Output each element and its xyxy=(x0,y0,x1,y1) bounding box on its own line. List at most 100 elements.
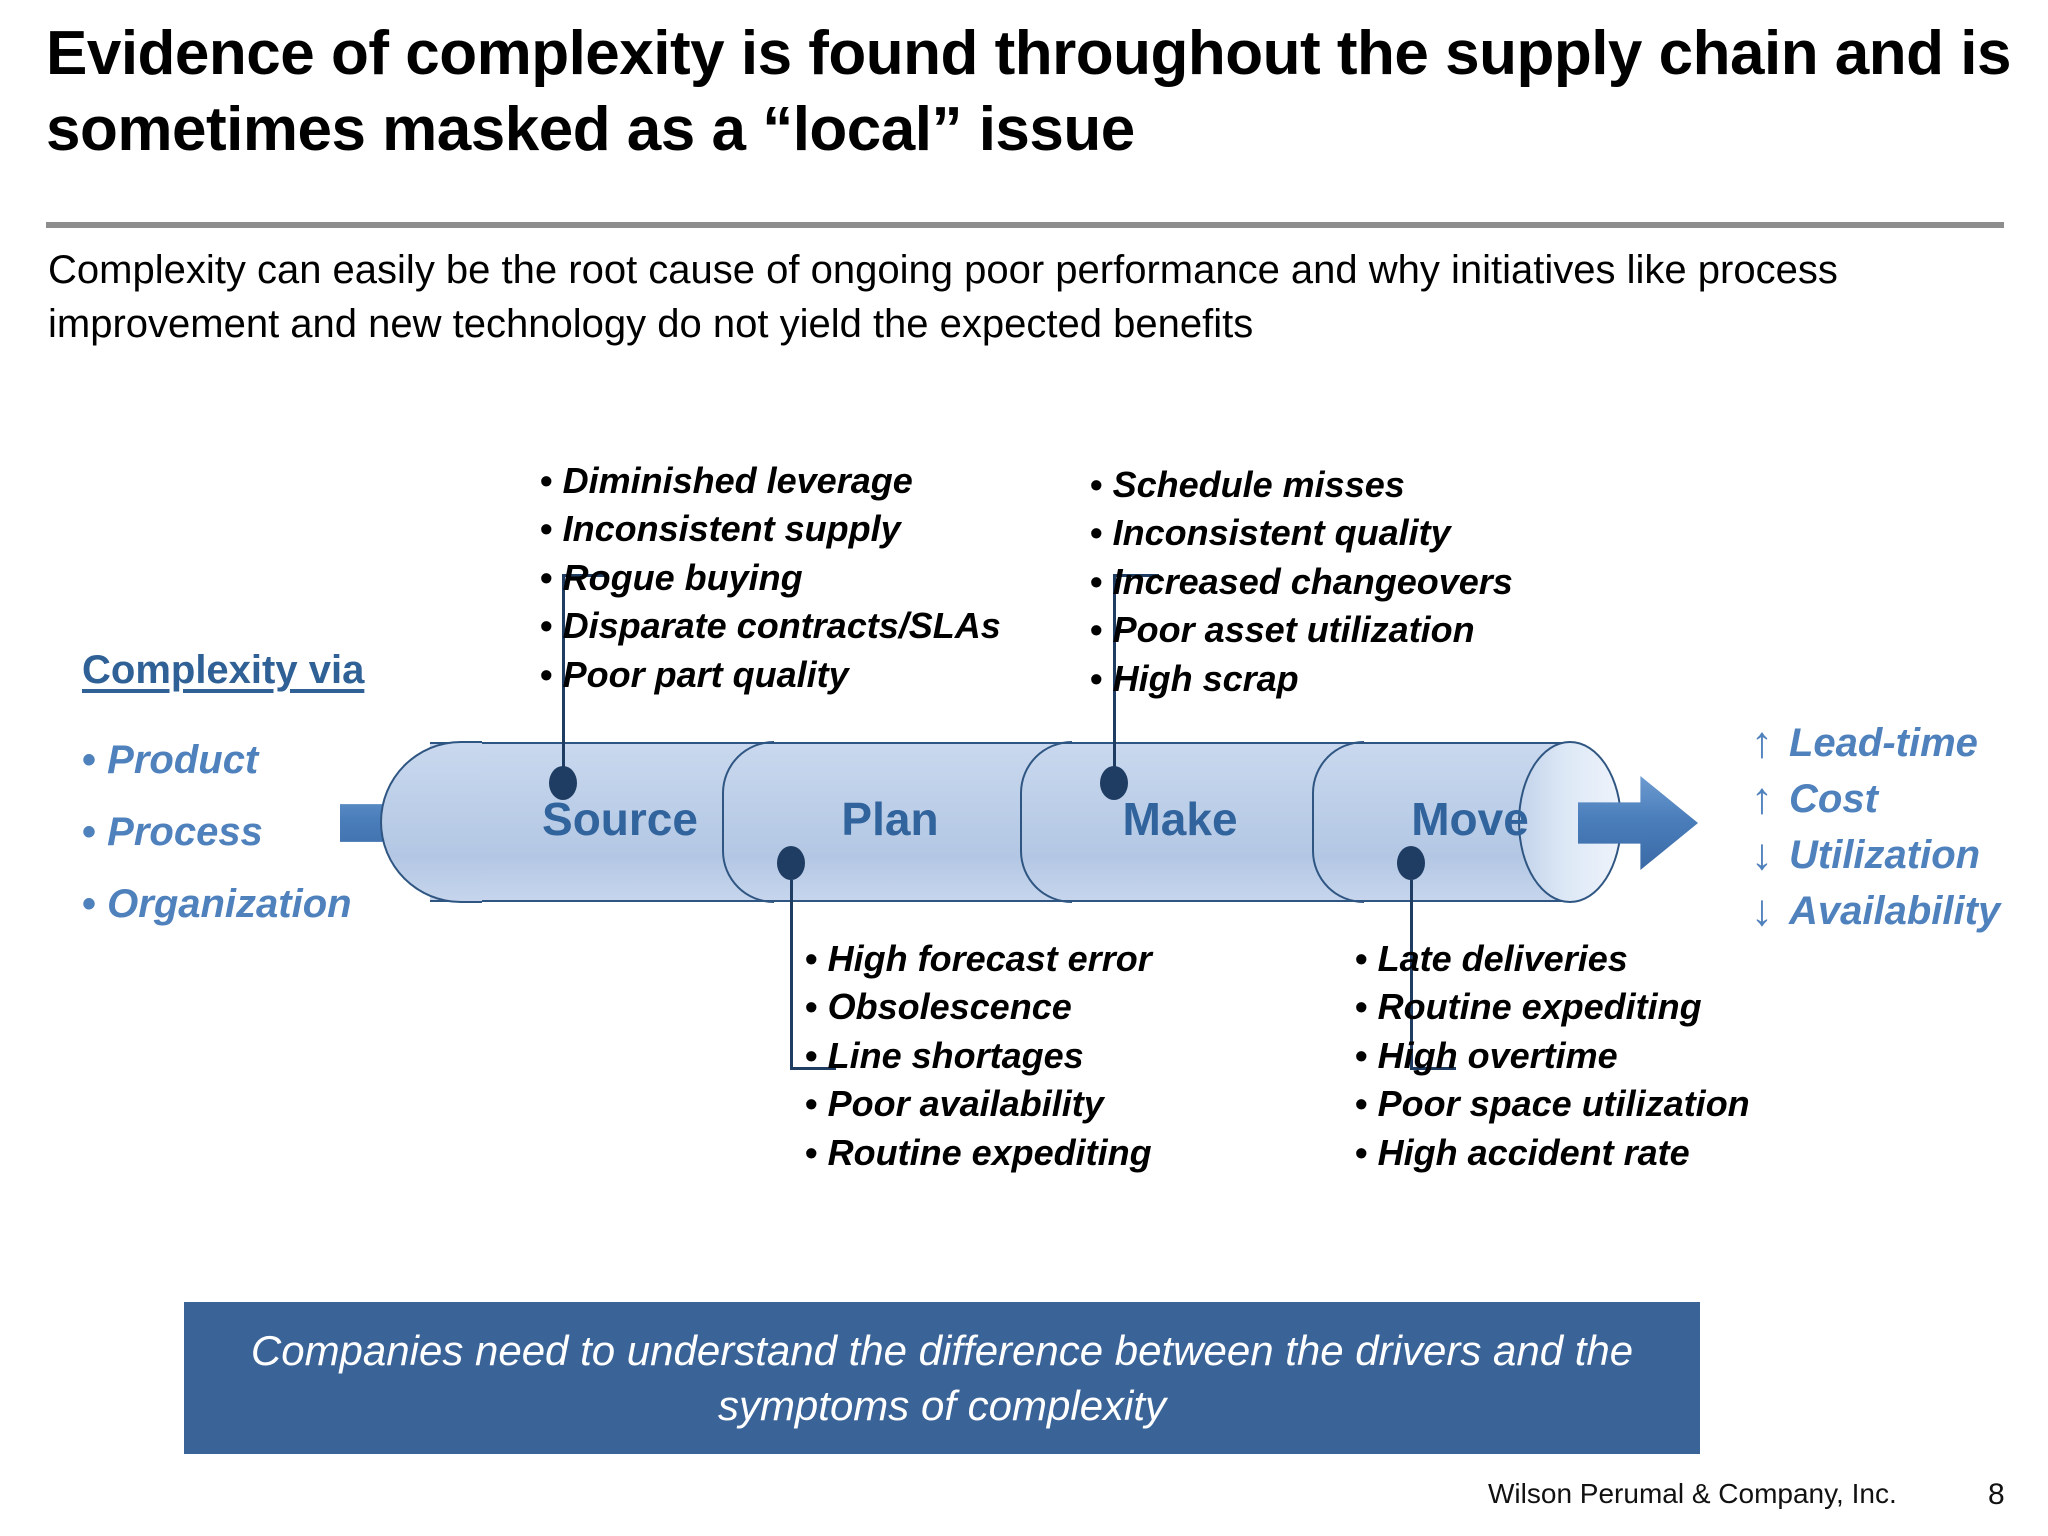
outcome-row-utilization: ↓ Utilization xyxy=(1735,828,2000,882)
callout-item: •Diminished leverage xyxy=(540,462,1001,499)
pipeline-stage-plan[interactable]: Plan xyxy=(841,793,939,845)
callout-item: •High forecast error xyxy=(805,940,1152,977)
bullet-glyph: • xyxy=(805,986,818,1028)
complexity-item-label: Process xyxy=(107,810,263,854)
outcome-row-availability: ↓ Availability xyxy=(1735,884,2000,938)
pipeline-stage-source[interactable]: Source xyxy=(542,793,698,845)
callout-item-label: Poor space utilization xyxy=(1377,1083,1750,1125)
footer-page-number: 8 xyxy=(1988,1478,2005,1511)
complexity-item-label: Product xyxy=(107,738,259,782)
bullet-glyph: • xyxy=(540,508,553,550)
callout-item: •Routine expediting xyxy=(805,1134,1152,1171)
bullet-glyph: • xyxy=(805,1083,818,1125)
callout-item-label: Rogue buying xyxy=(562,556,803,598)
bullet-glyph: • xyxy=(1355,1131,1368,1173)
callout-item-label: Late deliveries xyxy=(1377,938,1628,979)
outcome-label: Utilization xyxy=(1789,833,1981,877)
callout-item: •High overtime xyxy=(1355,1037,1750,1074)
pipeline-cylinder-body xyxy=(430,742,1570,902)
callout-item-label: Poor availability xyxy=(827,1083,1104,1125)
pipeline-left-cap xyxy=(380,741,482,903)
complexity-item-product: • Product xyxy=(82,738,258,783)
complexity-item-label: Organization xyxy=(107,882,352,926)
key-message-text: Companies need to understand the differe… xyxy=(250,1326,1634,1429)
arrow-down-icon: ↓ xyxy=(1751,830,1773,879)
callout-source: •Diminished leverage •Inconsistent suppl… xyxy=(540,462,1001,704)
bullet-glyph: • xyxy=(1355,938,1368,979)
bullet-glyph: • xyxy=(540,653,553,695)
supply-chain-pipeline: Source Plan Make Move xyxy=(340,741,1698,903)
outcomes-list: ↑ Lead-time ↑ Cost ↓ Utilization ↓ Avail… xyxy=(1735,716,2000,940)
bullet-glyph: • xyxy=(805,1034,818,1076)
callout-item: •Obsolescence xyxy=(805,988,1152,1025)
callout-item-label: High forecast error xyxy=(827,938,1152,979)
outcome-row-cost: ↑ Cost xyxy=(1735,772,2000,826)
callout-item: •High scrap xyxy=(1090,660,1513,697)
callout-item-label: Obsolescence xyxy=(827,986,1072,1028)
callout-item: •Schedule misses xyxy=(1090,466,1513,503)
callout-item-label: Increased changeovers xyxy=(1112,560,1513,602)
bullet-glyph: • xyxy=(1090,609,1103,651)
bullet-glyph: • xyxy=(82,738,97,782)
outcome-label: Availability xyxy=(1789,889,2001,933)
callout-item: •Poor availability xyxy=(805,1085,1152,1122)
callout-item: •Increased changeovers xyxy=(1090,563,1513,600)
callout-item-label: Diminished leverage xyxy=(562,460,913,501)
bullet-glyph: • xyxy=(540,460,553,501)
arrow-down-icon: ↓ xyxy=(1751,886,1773,935)
bullet-glyph: • xyxy=(1090,512,1103,554)
callout-item-label: Line shortages xyxy=(827,1034,1084,1076)
callout-item-label: High accident rate xyxy=(1377,1131,1690,1173)
outcome-label: Cost xyxy=(1789,777,1878,821)
bullet-glyph: • xyxy=(805,1131,818,1173)
pipeline-marker-move xyxy=(1397,846,1425,880)
bullet-glyph: • xyxy=(82,810,97,854)
callout-item-label: High overtime xyxy=(1377,1034,1618,1076)
callout-item: •Inconsistent supply xyxy=(540,510,1001,547)
callout-item: •Rogue buying xyxy=(540,559,1001,596)
callout-item-label: Routine expediting xyxy=(1377,986,1702,1028)
arrow-up-icon: ↑ xyxy=(1751,718,1773,767)
callout-item: •Poor space utilization xyxy=(1355,1085,1750,1122)
callout-item-label: Inconsistent supply xyxy=(562,508,901,550)
page-title: Evidence of complexity is found througho… xyxy=(46,19,2011,164)
callout-item-label: Disparate contracts/SLAs xyxy=(562,605,1001,647)
bullet-glyph: • xyxy=(1355,1034,1368,1076)
callout-item: •Poor part quality xyxy=(540,656,1001,693)
pipeline-stage-make[interactable]: Make xyxy=(1122,793,1238,845)
bullet-glyph: • xyxy=(82,882,97,926)
callout-item: •Poor asset utilization xyxy=(1090,611,1513,648)
pipeline-stage-move[interactable]: Move xyxy=(1411,793,1529,845)
callout-make: •Schedule misses •Inconsistent quality •… xyxy=(1090,466,1513,708)
complexity-via-heading: Complexity via xyxy=(82,648,365,692)
bullet-glyph: • xyxy=(1090,560,1103,602)
outcome-label: Lead-time xyxy=(1789,721,1978,765)
leader-line-source xyxy=(562,574,622,774)
callout-move: •Late deliveries •Routine expediting •Hi… xyxy=(1355,940,1750,1182)
callout-item: •High accident rate xyxy=(1355,1134,1750,1171)
callout-plan: •High forecast error •Obsolescence •Line… xyxy=(805,940,1152,1182)
leader-line-make xyxy=(1113,574,1173,774)
bullet-glyph: • xyxy=(540,556,553,598)
bullet-glyph: • xyxy=(1090,657,1103,699)
bullet-glyph: • xyxy=(805,938,818,979)
key-message-banner: Companies need to understand the differe… xyxy=(184,1302,1700,1454)
bullet-glyph: • xyxy=(1355,1083,1368,1125)
bullet-glyph: • xyxy=(540,605,553,647)
footer-company: Wilson Perumal & Company, Inc. xyxy=(1488,1478,1897,1509)
callout-item: •Inconsistent quality xyxy=(1090,514,1513,551)
callout-item-label: Inconsistent quality xyxy=(1112,512,1451,554)
callout-item: •Routine expediting xyxy=(1355,988,1750,1025)
callout-item-label: Poor part quality xyxy=(562,653,849,695)
callout-item-label: Schedule misses xyxy=(1112,464,1405,505)
pipeline-marker-plan xyxy=(777,846,805,880)
leader-line-plan xyxy=(790,880,850,1070)
callout-item-label: Routine expediting xyxy=(827,1131,1152,1173)
outcome-row-lead-time: ↑ Lead-time xyxy=(1735,716,2000,770)
leader-line-move xyxy=(1410,880,1470,1070)
complexity-item-organization: • Organization xyxy=(82,882,352,927)
page-subtitle: Complexity can easily be the root cause … xyxy=(48,248,1838,346)
callout-item-label: High scrap xyxy=(1112,657,1299,699)
callout-item: •Line shortages xyxy=(805,1037,1152,1074)
